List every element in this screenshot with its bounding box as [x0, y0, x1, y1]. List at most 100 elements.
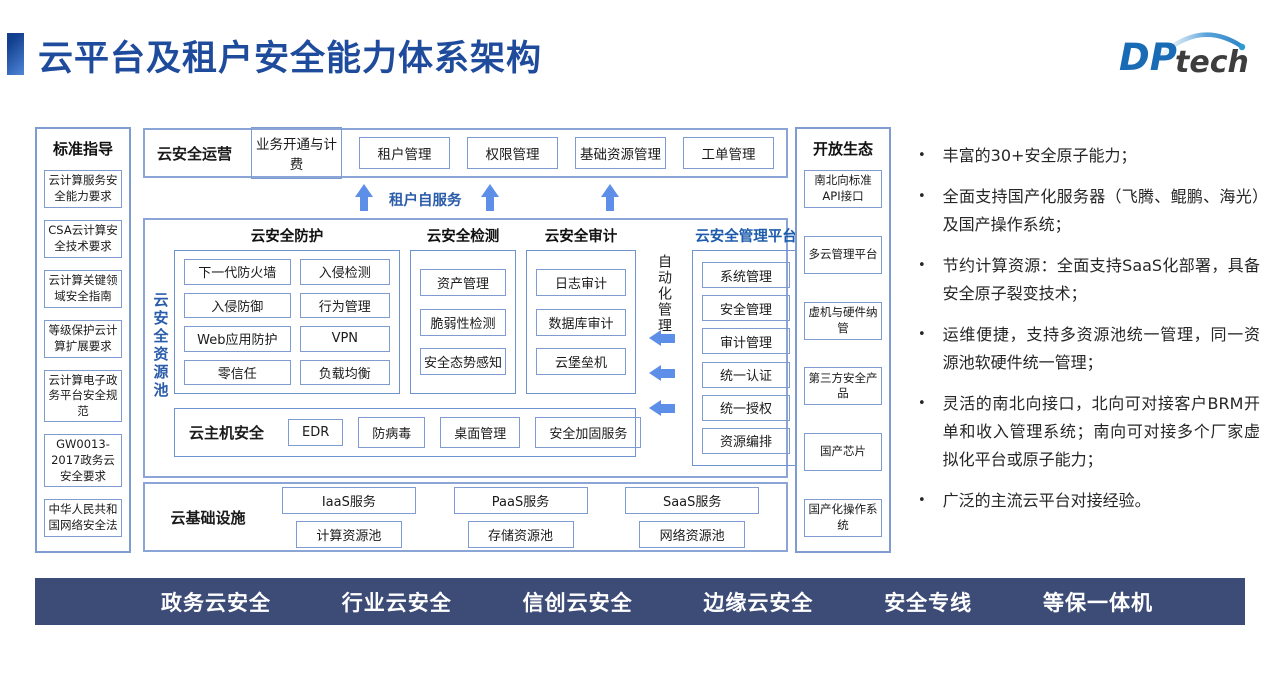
- ecosystem-items: 南北向标准API接口 多云管理平台 虚机与硬件纳管 第三方安全产品 国产芯片 国…: [797, 159, 889, 551]
- left-arrow-icon: [649, 400, 675, 417]
- management-item: 统一认证: [702, 361, 790, 388]
- footer-item: 政务云安全: [161, 590, 271, 615]
- management-platform-box: 系统管理 安全管理 审计管理 统一认证 统一授权 资源编排: [692, 250, 800, 466]
- protection-title: 云安全防护: [250, 229, 324, 245]
- operations-item: 基础资源管理: [575, 137, 667, 169]
- ecosystem-title: 开放生态: [812, 140, 873, 158]
- ecosystem-item: 国产芯片: [804, 433, 882, 472]
- host-security-title: 云主机安全: [189, 424, 265, 442]
- footer-item: 安全专线: [884, 590, 973, 615]
- feature-text: 灵活的南北向接口，北向可对接客户BRM开单和收入管理系统；南向可对接多个厂家虚拟…: [942, 394, 1260, 469]
- infrastructure-column: SaaS服务 网络资源池: [606, 486, 778, 548]
- feature-text: 节约计算资源：全面支持SaaS化部署，具备安全原子裂变技术；: [942, 256, 1260, 303]
- operations-item: 工单管理: [683, 137, 775, 169]
- protection-item: 行为管理: [299, 292, 390, 318]
- infrastructure-column: PaaS服务 存储资源池: [435, 486, 607, 548]
- feature-bullet: • 全面支持国产化服务器（飞腾、鲲鹏、海光）及国产操作系统；: [918, 183, 1260, 239]
- infra-pool-item: 计算资源池: [295, 520, 402, 548]
- infra-service-item: IaaS服务: [281, 486, 416, 514]
- operations-item: 业务开通与计费: [251, 127, 343, 179]
- resource-pool-content: 云安全防护 下一代防火墙 入侵检测 入侵防御 行为管理 Web应用防护 VPN …: [174, 226, 800, 466]
- bullet-dot-icon: •: [918, 327, 926, 342]
- audit-item: 日志审计: [536, 269, 626, 297]
- logo-swoosh-icon: [1160, 32, 1246, 57]
- protection-item: 零信任: [184, 359, 291, 385]
- detection-item: 脆弱性检测: [420, 308, 506, 336]
- footer-item: 边缘云安全: [703, 590, 814, 615]
- security-groups-row: 云安全防护 下一代防火墙 入侵检测 入侵防御 行为管理 Web应用防护 VPN …: [174, 226, 636, 394]
- protection-item: 入侵防御: [184, 292, 291, 318]
- footer-item: 行业云安全: [341, 590, 452, 615]
- audit-group: 云安全审计 日志审计 数据库审计 云堡垒机: [526, 226, 636, 394]
- feature-text: 广泛的主流云平台对接经验。: [942, 491, 1151, 510]
- scenario-footer-bar: 政务云安全 行业云安全 信创云安全 边缘云安全 安全专线 等保一体机: [35, 578, 1245, 625]
- security-resource-pool-box: 云安全资源池 云安全防护 下一代防火墙 入侵检测 入侵防御 行为管理 Web应用…: [143, 218, 800, 478]
- ecosystem-item: 南北向标准API接口: [804, 170, 882, 208]
- protection-item: Web应用防护: [184, 326, 291, 352]
- detection-title: 云安全检测: [426, 229, 500, 245]
- protection-item: 入侵检测: [299, 259, 390, 285]
- automation-column: 自动化管理: [643, 226, 685, 466]
- bullet-dot-icon: •: [918, 396, 926, 411]
- management-item: 资源编排: [702, 427, 790, 454]
- logo-text-dp: DP: [1119, 36, 1177, 79]
- standard-item: 云计算电子政务平台安全规范: [44, 369, 122, 423]
- feature-bullet: • 节约计算资源：全面支持SaaS化部署，具备安全原子裂变技术；: [918, 252, 1260, 308]
- management-item: 安全管理: [702, 295, 790, 322]
- host-security-box: 云主机安全 EDR 防病毒 桌面管理 安全加固服务: [174, 408, 642, 457]
- audit-title: 云安全审计: [544, 229, 618, 245]
- architecture-diagram: 云安全运营 业务开通与计费 租户管理 权限管理 基础资源管理 工单管理 租户自服…: [143, 127, 800, 552]
- protection-item: 下一代防火墙: [184, 259, 291, 285]
- bullet-dot-icon: •: [918, 258, 926, 273]
- automation-label: 自动化管理: [656, 254, 672, 334]
- management-item: 统一授权: [702, 394, 790, 421]
- feature-text: 全面支持国产化服务器（飞腾、鲲鹏、海光）及国产操作系统；: [942, 187, 1260, 234]
- feature-bullet: • 灵活的南北向接口，北向可对接客户BRM开单和收入管理系统；南向可对接多个厂家…: [918, 390, 1260, 474]
- infra-service-item: PaaS服务: [453, 486, 588, 514]
- protection-group: 云安全防护 下一代防火墙 入侵检测 入侵防御 行为管理 Web应用防护 VPN …: [174, 226, 400, 394]
- feature-bullet: • 丰富的30+安全原子能力；: [918, 142, 1260, 170]
- resource-pool-label: 云安全资源池: [151, 292, 170, 400]
- standard-item: GW0013-2017政务云安全要求: [44, 434, 122, 488]
- protection-item: 负载均衡: [299, 359, 390, 385]
- cloud-infrastructure-box: 云基础设施 IaaS服务 计算资源池 PaaS服务 存储资源池 SaaS服务 网…: [143, 482, 788, 552]
- up-arrow-icon: [601, 184, 619, 211]
- detection-box: 资产管理 脆弱性检测 安全态势感知: [410, 250, 516, 394]
- dptech-logo: DP tech: [1119, 26, 1249, 84]
- footer-item: 信创云安全: [522, 590, 633, 615]
- feature-text: 运维便捷，支持多资源池统一管理，同一资源池软硬件统一管理；: [942, 325, 1260, 372]
- infra-pool-item: 网络资源池: [639, 520, 746, 548]
- feature-bullet: • 广泛的主流云平台对接经验。: [918, 487, 1260, 515]
- footer-item: 等保一体机: [1042, 590, 1153, 615]
- standards-title: 标准指导: [52, 140, 113, 158]
- self-service-label: 租户自服务: [389, 193, 462, 209]
- ecosystem-item: 国产化操作系统: [804, 498, 882, 537]
- management-item: 系统管理: [702, 262, 790, 289]
- bullet-dot-icon: •: [918, 148, 926, 163]
- ecosystem-item: 第三方安全产品: [804, 367, 882, 406]
- up-arrow-icon: [355, 184, 373, 211]
- infra-service-item: SaaS服务: [625, 486, 760, 514]
- audit-item: 数据库审计: [536, 308, 626, 336]
- standard-item: CSA云计算安全技术要求: [44, 219, 122, 258]
- logo-text-tech: tech: [1175, 45, 1249, 80]
- title-accent-bar: [7, 33, 24, 75]
- page-title: 云平台及租户安全能力体系架构: [38, 39, 543, 79]
- bullet-dot-icon: •: [918, 189, 926, 204]
- ecosystem-panel: 开放生态 南北向标准API接口 多云管理平台 虚机与硬件纳管 第三方安全产品 国…: [795, 127, 891, 553]
- ecosystem-item: 虚机与硬件纳管: [804, 301, 882, 340]
- tenant-self-service-row: 租户自服务: [143, 178, 788, 218]
- infrastructure-column: IaaS服务 计算资源池: [263, 486, 435, 548]
- host-security-item: 防病毒: [358, 417, 426, 448]
- left-arrow-icon: [649, 330, 675, 347]
- operations-title: 云安全运营: [157, 144, 233, 163]
- feature-bullet-list: • 丰富的30+安全原子能力； • 全面支持国产化服务器（飞腾、鲲鹏、海光）及国…: [918, 142, 1260, 528]
- host-security-item: 安全加固服务: [535, 417, 642, 448]
- host-security-item: EDR: [288, 419, 344, 446]
- standards-items: 云计算服务安全能力要求 CSA云计算安全技术要求 云计算关键领域安全指南 等级保…: [37, 159, 129, 551]
- host-security-item: 桌面管理: [440, 417, 521, 448]
- standard-item: 云计算关键领域安全指南: [44, 269, 122, 308]
- infrastructure-title: 云基础设施: [170, 508, 246, 527]
- standard-item: 等级保护云计算扩展要求: [44, 319, 122, 358]
- protection-box: 下一代防火墙 入侵检测 入侵防御 行为管理 Web应用防护 VPN 零信任 负载…: [174, 250, 400, 394]
